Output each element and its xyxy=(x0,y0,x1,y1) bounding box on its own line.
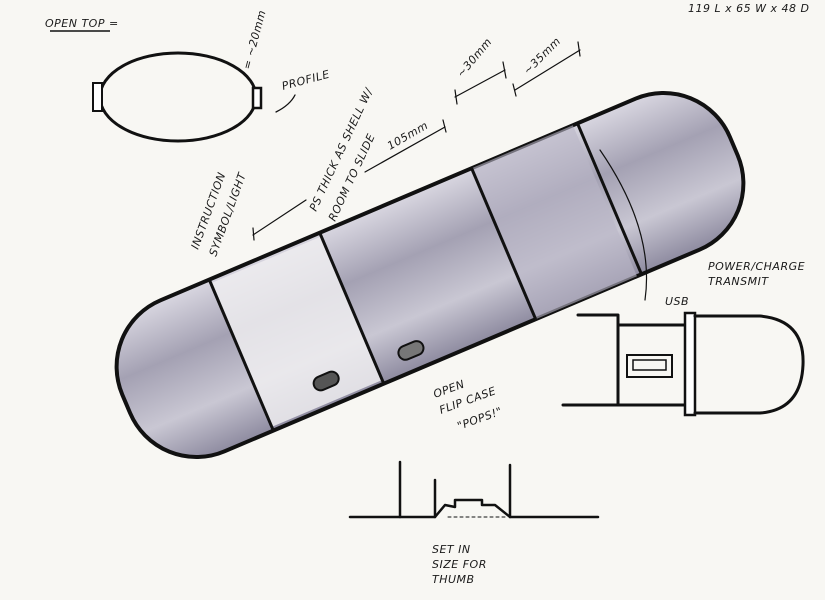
band-right-1 xyxy=(470,167,538,320)
thumb-note: SET IN xyxy=(432,543,471,556)
transmit-label: TRANSMIT xyxy=(708,275,769,288)
usb-side-view xyxy=(561,311,805,417)
approx-20mm-label: = ~20mm xyxy=(240,9,268,71)
thumb-note: THUMB xyxy=(432,573,475,586)
band-left-2 xyxy=(318,232,386,385)
button-oval xyxy=(312,370,340,392)
profile-arrow xyxy=(275,94,296,113)
band-right-2 xyxy=(576,122,643,275)
usb-port-icon xyxy=(626,354,673,378)
thumb-note: SIZE FOR xyxy=(432,558,487,571)
power-charge-label: POWER/CHARGE xyxy=(708,260,805,273)
dimensions-note: 119 L x 65 W x 48 D xyxy=(688,2,809,15)
open-top-label: OPEN TOP = xyxy=(45,17,119,30)
dim-30mm-label: ~30mm xyxy=(454,35,494,79)
dim-35mm-label: ~35mm xyxy=(521,35,564,78)
profile-label: PROFILE xyxy=(280,68,331,93)
capsule-body xyxy=(114,90,746,460)
usb-label: USB xyxy=(665,295,689,308)
band-left-1 xyxy=(207,279,275,432)
dimension-lines xyxy=(252,41,648,301)
profile-view xyxy=(92,51,296,143)
thumb-recess-detail xyxy=(348,460,600,519)
button-oval xyxy=(397,340,425,361)
